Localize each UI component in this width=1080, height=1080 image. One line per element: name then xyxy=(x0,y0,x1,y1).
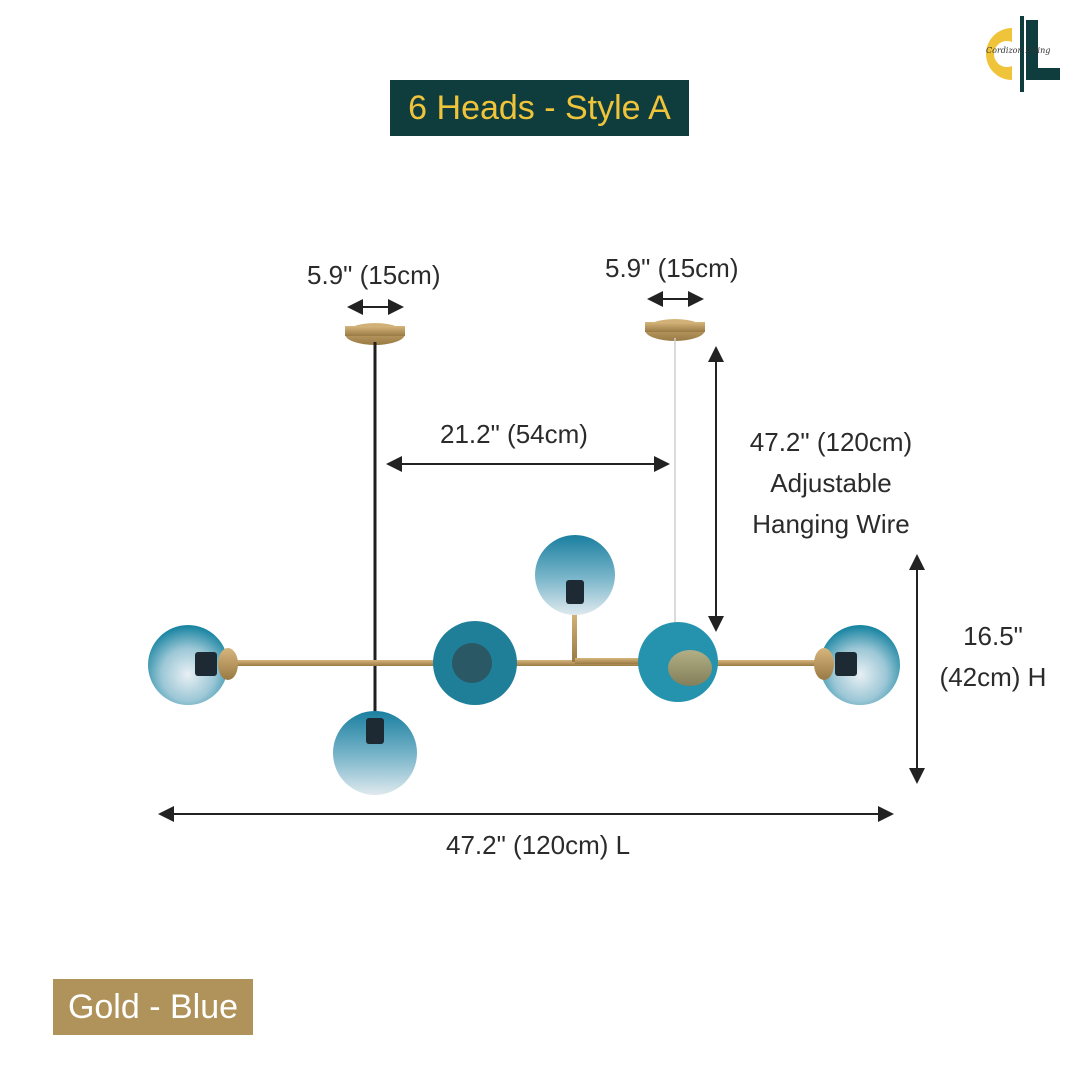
page-title: 6 Heads - Style A xyxy=(390,80,689,136)
globe-5 xyxy=(638,622,718,702)
brand-logo-icon xyxy=(986,16,1060,92)
brand-logo-text: Cordizon Living xyxy=(986,46,1051,55)
main-arm xyxy=(225,660,835,666)
rod-spacing-dimension: 21.2" (54cm) xyxy=(440,419,588,449)
wire-length-dimension: 47.2" (120cm) Adjustable Hanging Wire xyxy=(738,422,924,545)
height-line2: (42cm) H xyxy=(939,662,1047,692)
wire-length-line1: 47.2" (120cm) xyxy=(749,427,913,457)
riser-arm xyxy=(572,610,577,662)
canopy-left xyxy=(345,323,405,345)
globe-6 xyxy=(814,625,900,705)
height-dimension: 16.5" (42cm) H xyxy=(928,616,1058,698)
globe-4 xyxy=(535,535,615,615)
globe-1 xyxy=(148,625,238,705)
wire-length-line2: Adjustable xyxy=(770,468,892,498)
length-dimension: 47.2" (120cm) L xyxy=(446,830,631,860)
wire-length-line3: Hanging Wire xyxy=(752,509,910,539)
canopy-left-dimension: 5.9" (15cm) xyxy=(307,260,441,290)
canopy-right-dimension: 5.9" (15cm) xyxy=(605,253,739,283)
color-variant-badge: Gold - Blue xyxy=(53,979,253,1035)
globe-2 xyxy=(333,711,417,795)
height-line1: 16.5" xyxy=(963,621,1023,651)
globe-3 xyxy=(433,621,517,705)
canopy-right xyxy=(645,319,705,341)
